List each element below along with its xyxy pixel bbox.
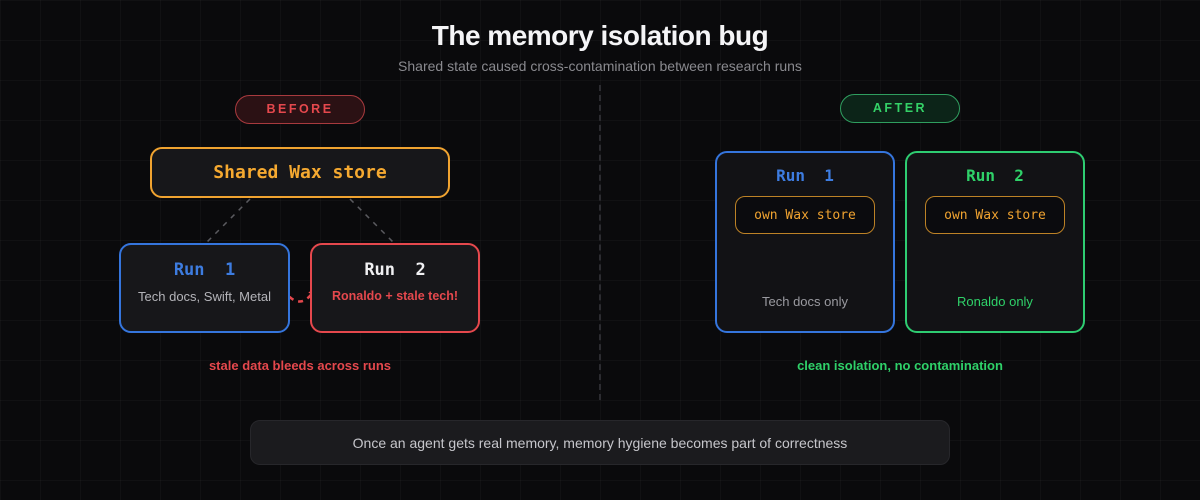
- shared-to-run1-connector: [206, 198, 251, 243]
- before-badge: BEFORE: [235, 95, 365, 124]
- shared-to-run2-connector: [349, 198, 394, 243]
- after-badge: AFTER: [840, 94, 960, 123]
- shared-wax-store-box: Shared Wax store: [150, 147, 450, 198]
- page-subtitle: Shared state caused cross-contamination …: [398, 58, 802, 74]
- after-run1-own-store-label: own Wax store: [754, 207, 856, 223]
- before-run1-detail: Tech docs, Swift, Metal: [138, 289, 271, 304]
- after-run2-own-store-box: own Wax store: [925, 196, 1065, 234]
- page-title: The memory isolation bug: [431, 20, 769, 51]
- after-run2-box: Run 2 own Wax store Ronaldo only: [905, 151, 1085, 333]
- after-run1-detail: Tech docs only: [762, 294, 848, 309]
- footer-note-text: Once an agent gets real memory, memory h…: [352, 434, 848, 451]
- before-run1-box: Run 1 Tech docs, Swift, Metal: [119, 243, 290, 333]
- after-caption: clean isolation, no contamination: [797, 358, 1003, 373]
- after-run1-title: Run 1: [776, 166, 834, 185]
- shared-wax-store-label: Shared Wax store: [213, 162, 387, 183]
- before-after-divider: [599, 85, 601, 400]
- before-run2-detail: Ronaldo + stale tech!: [331, 289, 459, 303]
- after-run2-detail: Ronaldo only: [957, 294, 1033, 309]
- before-run1-title: Run 1: [173, 260, 236, 280]
- footer-note: Once an agent gets real memory, memory h…: [250, 420, 950, 465]
- after-run1-own-store-box: own Wax store: [735, 196, 875, 234]
- before-caption: stale data bleeds across runs: [208, 358, 392, 373]
- before-run2-title: Run 2: [364, 260, 426, 280]
- after-run2-own-store-label: own Wax store: [944, 207, 1046, 223]
- after-run2-title: Run 2: [966, 166, 1024, 185]
- after-run1-box: Run 1 own Wax store Tech docs only: [715, 151, 895, 333]
- before-run2-box: Run 2 Ronaldo + stale tech!: [310, 243, 480, 333]
